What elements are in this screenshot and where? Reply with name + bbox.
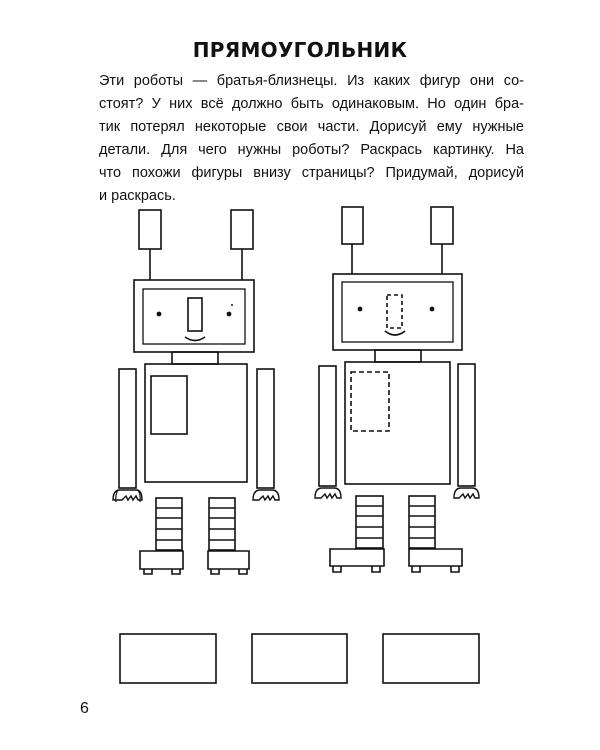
robot-neck	[171, 351, 219, 365]
robot-leg-right	[208, 497, 236, 551]
robot-face-screen	[341, 281, 454, 343]
robot-mouth	[384, 330, 406, 336]
robot-leg-right	[408, 495, 436, 549]
robot-eye	[156, 311, 162, 317]
robot-body	[344, 361, 451, 485]
robot-face-screen	[142, 288, 246, 345]
robot-chest-panel	[150, 375, 188, 435]
instructions-line: что похожи фигуры внизу страницы? Придум…	[99, 165, 524, 181]
robot-arm-right	[256, 368, 275, 489]
instructions-line: тик потерял некоторые свои части. Дорису…	[99, 119, 524, 135]
robot-antenna-right	[230, 209, 254, 250]
robot-arm-right	[457, 363, 476, 487]
robot-head	[332, 273, 463, 351]
drawing-rectangle	[382, 633, 480, 684]
page-title: ПРЯМОУГОЛЬНИК	[192, 38, 408, 62]
robot-mouth	[184, 336, 206, 342]
robot-incomplete	[314, 206, 480, 573]
robot-antenna-left	[341, 206, 364, 245]
robot-foot	[207, 550, 250, 575]
robot-antenna-right	[430, 206, 454, 245]
instructions-line: и раскрась.	[99, 188, 176, 204]
robot-complete	[112, 209, 280, 575]
robot-eye	[429, 306, 435, 312]
robot-body	[144, 363, 248, 483]
robot-neck	[374, 349, 422, 363]
instructions-paragraph: Эти роботы — братья-близнецы. Из каких ф…	[99, 70, 524, 208]
robot-hand	[453, 487, 480, 500]
robot-foot	[408, 548, 463, 573]
robot-eye	[226, 311, 232, 317]
instructions-line: детали. Для чего нужны роботы? Раскрась …	[99, 142, 524, 158]
robot-leg-left	[355, 495, 384, 549]
robot-arm-left	[118, 368, 137, 489]
robot-nose-dashed	[386, 294, 403, 329]
robot-eye	[357, 306, 363, 312]
robot-hand	[252, 489, 280, 502]
drawing-rectangle	[119, 633, 217, 684]
robot-arm-left	[318, 365, 337, 487]
robot-antenna-left	[138, 209, 162, 250]
robot-hand	[314, 487, 342, 500]
page-number: 6	[80, 700, 89, 717]
instructions-line: стоят? У них всё должно быть одинаковым.…	[99, 96, 524, 112]
robot-foot	[329, 548, 385, 573]
instructions-line: Эти роботы — братья-близнецы. Из каких ф…	[99, 73, 524, 89]
drawing-rectangle	[251, 633, 348, 684]
robot-leg-left	[155, 497, 183, 551]
robot-foot	[139, 550, 184, 575]
robot-nose	[187, 297, 203, 332]
robot-chest-panel-dashed	[350, 371, 390, 432]
